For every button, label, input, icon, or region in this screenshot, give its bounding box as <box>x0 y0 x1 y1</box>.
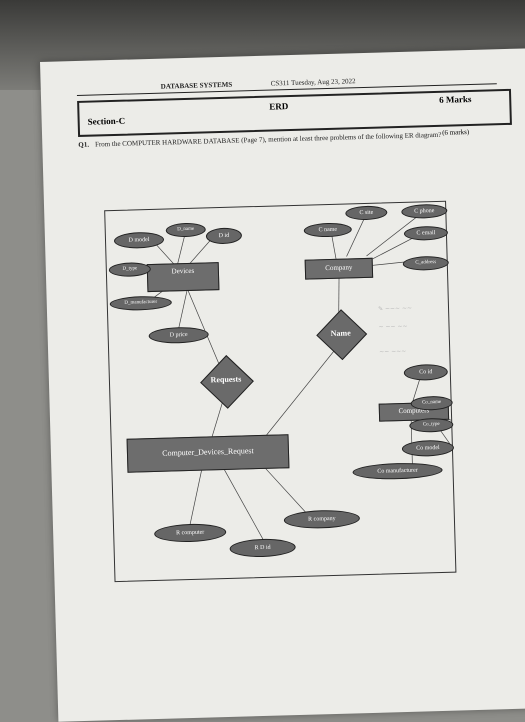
section-title: ERD <box>269 101 289 112</box>
question-marks: (6 marks) <box>442 128 470 137</box>
pencil-marks-1: ✎ ~~~ ~~ <box>377 304 413 313</box>
entity-devices: Devices <box>146 262 220 293</box>
exam-sheet: DATABASE SYSTEMS CS311 Tuesday, Aug 23, … <box>40 48 525 722</box>
er-diagram: Devices Company Computers Computer_Devic… <box>104 200 457 583</box>
question-number: Q1. <box>78 140 90 149</box>
pencil-marks-2: ~ ~~ ~~ <box>378 322 408 331</box>
section-marks: 6 Marks <box>439 93 472 105</box>
relationship-name-label: Name <box>330 328 351 338</box>
relationship-requests-label: Requests <box>210 374 242 385</box>
pencil-marks-3: ~~ ~~~ <box>379 347 407 356</box>
connector-lines <box>134 210 456 543</box>
entity-company: Company <box>304 257 374 280</box>
course-ref: CS311 Tuesday, Aug 23, 2022 <box>270 77 356 88</box>
section-label: Section-C <box>87 115 126 127</box>
entity-computer-devices-request: Computer_Devices_Request <box>126 434 290 473</box>
course-name: DATABASE SYSTEMS <box>160 80 233 91</box>
